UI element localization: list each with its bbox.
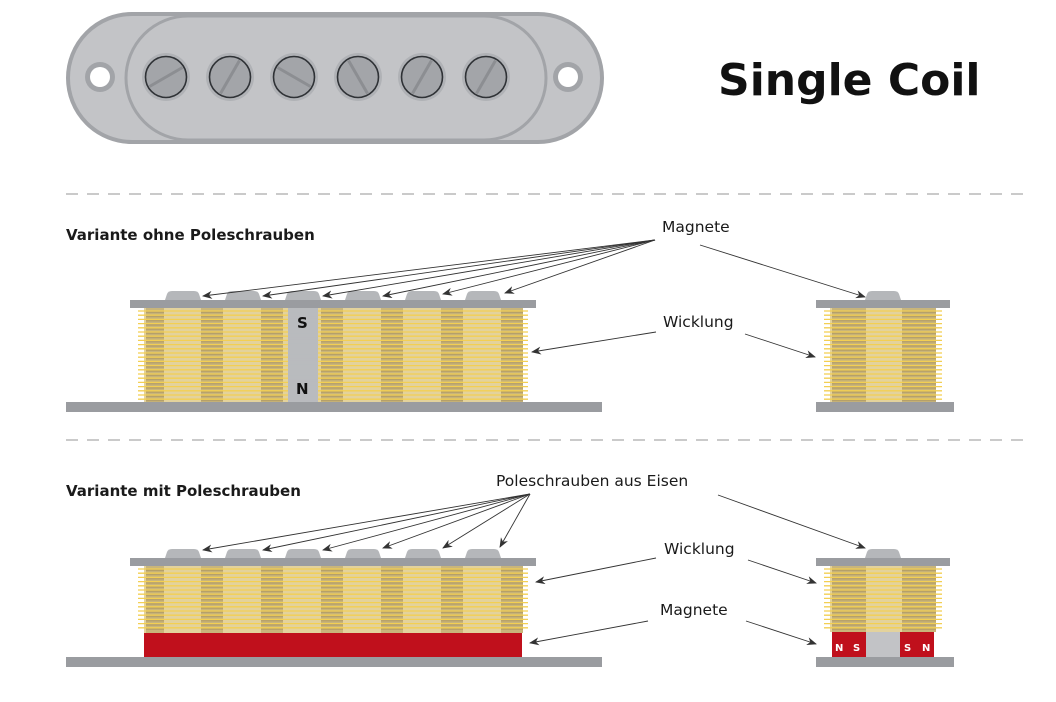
core-mask: [288, 326, 318, 330]
core-mask: [288, 377, 318, 380]
side-magnet-left: [832, 632, 866, 657]
core-mask: [288, 352, 318, 355]
label-winding-1: Wicklung: [663, 313, 734, 331]
top-plate: [130, 558, 536, 566]
pole-head: [165, 549, 201, 558]
pole-head: [465, 549, 501, 558]
base-plate: [66, 657, 602, 667]
pole-head: [225, 291, 261, 300]
screw-slot: [347, 59, 369, 95]
core-mask: [288, 335, 318, 338]
core-mask: [288, 318, 318, 321]
pickup-top-view: [66, 12, 604, 144]
core-mask: [288, 368, 318, 372]
arrow-pole-screw: [322, 493, 531, 552]
core-mask: [288, 314, 318, 317]
pole-head: [865, 291, 901, 300]
arrow-magnet: [504, 239, 656, 294]
screw-slot: [276, 66, 312, 88]
core-mask: [288, 373, 318, 376]
screw-slot: [219, 59, 241, 95]
side-magnet-right-n: N: [922, 643, 930, 654]
side-magnet-right: [900, 632, 934, 657]
core-mask: [288, 310, 318, 313]
arrow-magnet: [202, 239, 656, 299]
arrow-winding-2-short: [747, 559, 817, 584]
core-mask: [288, 389, 318, 393]
core-mask: [288, 331, 318, 334]
arrow-pole-screw: [262, 493, 531, 553]
mounting-hole-left-inner: [90, 67, 110, 87]
coil-long-with-screws: [66, 549, 602, 667]
label-magnets-1: Magnete: [662, 218, 730, 236]
core-mask: [288, 398, 318, 401]
section-heading-2: Variante mit Poleschrauben: [66, 482, 301, 500]
pole-screws-top: [142, 53, 510, 101]
arrow-magnet-2-short: [745, 620, 817, 645]
bar-magnet: [144, 633, 522, 657]
top-plate: [816, 558, 950, 566]
side-magnet-left-s: S: [853, 643, 860, 654]
core-mask: [288, 385, 318, 388]
side-magnet-left-n: N: [835, 643, 843, 654]
pole-head: [165, 291, 201, 300]
arrow-magnet: [262, 239, 656, 299]
screw-slot: [475, 59, 497, 95]
base-plate: [66, 402, 602, 412]
coil-short-with-screws: [816, 549, 954, 667]
screw-slot: [411, 59, 433, 95]
magnet-pole-north: N: [296, 380, 309, 398]
top-plate: [130, 300, 536, 308]
section-heading-1: Variante ohne Poleschrauben: [66, 226, 315, 244]
arrow-pole-screw: [382, 493, 531, 549]
coil-long-without-screws: [66, 291, 602, 412]
pole-head: [865, 549, 901, 558]
label-magnets-2: Magnete: [660, 601, 728, 619]
label-winding-2: Wicklung: [664, 540, 735, 558]
arrow-winding: [531, 331, 657, 355]
coil-short-without-screws: [816, 291, 954, 412]
arrow-pole-screw-short: [717, 494, 866, 549]
core-mask: [288, 339, 318, 342]
base-plate: [816, 402, 954, 412]
core-mask: [288, 356, 318, 359]
arrow-magnet: [382, 239, 656, 299]
arrow-magnet: [442, 239, 656, 296]
core-mask: [288, 322, 318, 325]
pole-piece-bottom: [866, 632, 900, 657]
pole-head: [285, 549, 321, 558]
arrow-pole-screw: [202, 493, 531, 553]
magnet-pole-south: S: [297, 314, 308, 332]
core-mask: [288, 343, 318, 346]
mounting-hole-right-inner: [558, 67, 578, 87]
side-magnet-right-s: S: [904, 643, 911, 654]
core-mask: [288, 347, 318, 351]
pole-head: [465, 291, 501, 300]
arrow-magnet-short: [699, 244, 866, 299]
callout-arrows: [202, 239, 866, 646]
page-title: Single Coil: [718, 55, 981, 106]
pole-head: [345, 549, 381, 558]
core-mask: [288, 381, 318, 384]
screw-slot: [148, 66, 184, 88]
label-pole-screws-2: Poleschrauben aus Eisen: [496, 472, 688, 490]
top-plate: [816, 300, 950, 308]
pole-head: [405, 291, 441, 300]
core-mask: [288, 364, 318, 367]
arrow-pole-screw: [442, 493, 531, 549]
pole-head: [225, 549, 261, 558]
pole-head: [345, 291, 381, 300]
pole-head: [405, 549, 441, 558]
base-plate: [816, 657, 954, 667]
arrow-magnet-2: [529, 620, 649, 646]
pole-head: [285, 291, 321, 300]
arrow-pole-screw: [499, 493, 531, 548]
arrow-magnet: [322, 239, 656, 299]
core-mask: [288, 360, 318, 363]
core-mask: [288, 394, 318, 397]
arrow-winding-short: [744, 333, 816, 358]
arrow-winding-2: [535, 557, 657, 585]
